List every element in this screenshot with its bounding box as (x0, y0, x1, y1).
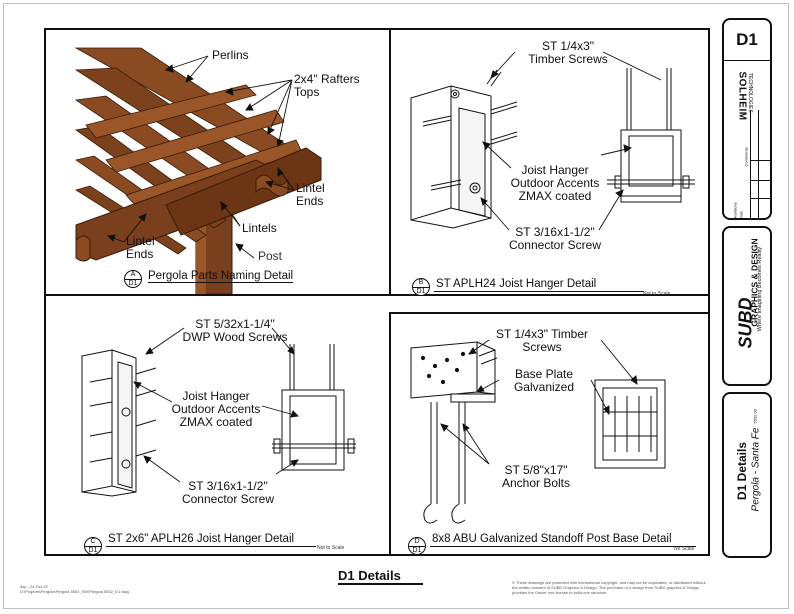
revisions-label: Revisions (732, 202, 738, 220)
detail-d-panel: ST 1/4x3" Timber Screws Base Plate Galva… (391, 314, 708, 554)
sheet-number: D1 (736, 30, 758, 49)
sheet-border (3, 3, 789, 609)
detail-c-scale: Not to Scale (317, 545, 345, 551)
label-b-timber-screws: ST 1/4x3" Timber Screws (528, 39, 608, 66)
title-block-firm: SUBD GRAPHICS & DESIGN Where Imagining B… (722, 226, 772, 386)
frame-horizontal-divider-d (389, 312, 710, 314)
joist-hanger-c-illustration (81, 327, 356, 497)
title-block-grid-line (750, 110, 751, 218)
title-block-grid-line-4 (750, 180, 772, 181)
joist-hanger-b-illustration (410, 51, 695, 231)
label-d-anchor-bolts: ST 5/8"x17" Anchor Bolts (501, 463, 571, 490)
title-block-divider (724, 60, 770, 61)
firm-tagline: Where Imagining Becomes Reality (757, 246, 763, 332)
sheet-title: D1 Details (338, 568, 423, 585)
detail-c-title-underline (106, 546, 316, 547)
project-code: 5502.00 (752, 409, 758, 424)
label-b-joist-hanger: Joist Hanger Outdoor Accents ZMAX coated (510, 163, 600, 203)
title-block-top: D1 SOLHEIM TECHNOLOGIES Comments Revisio… (722, 18, 772, 220)
drawing-frame (44, 28, 710, 556)
pergola-illustration (74, 47, 322, 294)
detail-b-scale: Not to Scale (643, 291, 671, 297)
detail-d-title: 8x8 ABU Galvanized Standoff Post Base De… (432, 533, 672, 545)
comments-label: Comments (743, 147, 749, 167)
label-d-base-plate: Base Plate Galvanized (513, 367, 575, 394)
title-block-grid-line-5 (750, 198, 772, 199)
detail-d-title-underline (430, 546, 696, 547)
frame-vertical-divider-bottom (389, 312, 391, 556)
label-b-connector-screw: ST 3/16x1-1/2" Connector Screw (508, 225, 602, 252)
project-subtitle: Pergola - Santa Fe (750, 427, 762, 512)
frame-horizontal-divider (44, 294, 710, 296)
post-base-illustration (410, 339, 666, 524)
company-name: SOLHEIM (736, 71, 748, 121)
label-lintel-ends-right: Lintel Ends (296, 181, 325, 208)
footer-file-path: dsp - 24-Oct-22 D:\Projects\Pergola\Perg… (20, 584, 129, 594)
title-block-grid-line-3 (750, 160, 772, 161)
label-c-wood-screws: ST 5/32x1-1/4" DWP Wood Screws (182, 317, 288, 344)
label-c-joist-hanger: Joist Hanger Outdoor Accents ZMAX coated (171, 389, 261, 429)
frame-vertical-divider-top (389, 28, 391, 296)
label-lintel-ends-left: Lintel Ends (126, 234, 155, 261)
label-rafters-tops: 2x4" Rafters Tops (294, 72, 360, 99)
detail-b-panel: ST 1/4x3" Timber Screws Joist Hanger Out… (391, 30, 708, 294)
detail-b-title-underline (434, 291, 644, 292)
label-perlins: Perlins (212, 48, 249, 62)
company-subtitle: TECHNOLOGIES (747, 73, 753, 113)
date-label: Date (738, 211, 744, 220)
label-post: Post (258, 249, 283, 263)
project-title: D1 Details (735, 441, 749, 501)
title-block-project: D1 Details Pergola - Santa Fe 5502.00 (722, 392, 772, 558)
label-d-timber-screws: ST 1/4x3" Timber Screws (495, 327, 589, 354)
label-c-connector-screw: ST 3/16x1-1/2" Connector Screw (181, 479, 275, 506)
detail-a-panel: Perlins 2x4" Rafters Tops Lintel Ends Li… (46, 30, 389, 294)
label-lintels: Lintels (242, 221, 277, 235)
detail-d-scale: No Scale (674, 546, 695, 552)
title-block-grid-line-2 (758, 110, 759, 218)
detail-b-title: ST APLH24 Joist Hanger Detail (436, 278, 597, 290)
detail-c-title: ST 2x6" APLH26 Joist Hanger Detail (108, 533, 295, 545)
detail-a-title: Pergola Parts Naming Detail (148, 270, 294, 283)
detail-c-panel: ST 5/32x1-1/4" DWP Wood Screws Joist Han… (46, 296, 389, 554)
copyright-notice: © These drawings are protected with inte… (512, 580, 706, 595)
